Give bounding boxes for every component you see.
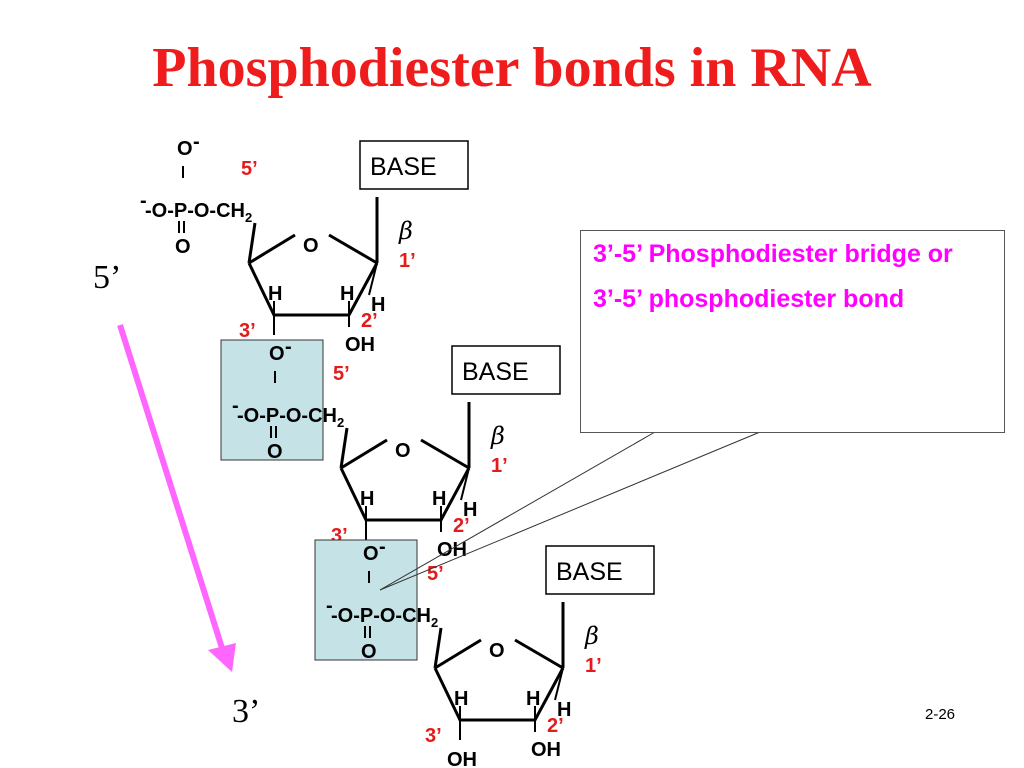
hydrogen-c3: H: [360, 488, 374, 510]
five-prime-end-label: 5’: [93, 259, 121, 296]
position-2-prime: 2’: [453, 515, 470, 537]
ester-chain: -O-P-O-CH2: [145, 200, 252, 225]
hydrogen-c2: H: [432, 488, 446, 510]
ring-oxygen: O: [303, 235, 319, 257]
phosphate-bottom-oxygen: O: [175, 236, 191, 258]
ester-chain: -O-P-O-CH2: [237, 405, 344, 430]
ring-oxygen: O: [395, 440, 411, 462]
position-2-prime: 2’: [361, 310, 378, 332]
hydroxyl-2-prime: OH: [345, 334, 375, 356]
slide-title: Phosphodiester bonds in RNA: [152, 37, 872, 99]
beta-anomeric-symbol: β: [584, 622, 599, 650]
position-1-prime: 1’: [585, 655, 602, 677]
phosphate-charge: -: [193, 131, 200, 153]
hydrogen-c1: H: [463, 499, 477, 521]
base-label: BASE: [462, 358, 529, 386]
position-1-prime: 1’: [491, 455, 508, 477]
position-3-prime: 3’: [239, 320, 256, 342]
hydroxyl-3-prime: OH: [447, 749, 477, 768]
phosphate-charge: -: [379, 536, 386, 558]
direction-arrow-head: [208, 643, 236, 672]
phosphate-charge: -: [285, 336, 292, 358]
hydroxyl-2-prime: OH: [531, 739, 561, 761]
hydrogen-c3: H: [454, 688, 468, 710]
base-label: BASE: [370, 153, 437, 181]
phosphate-top-oxygen: O: [177, 138, 193, 160]
phosphate-bottom-oxygen: O: [267, 441, 283, 463]
phosphate-top-oxygen: O: [269, 343, 285, 365]
ester-charge: -: [232, 395, 239, 417]
position-3-prime: 3’: [425, 725, 442, 747]
callout-pointer-lower: [379, 431, 761, 591]
hydrogen-c2: H: [340, 283, 354, 305]
base-box: [359, 140, 469, 190]
phosphate-highlight-box: [220, 339, 324, 461]
ester-charge: -: [140, 190, 147, 212]
hydrogen-c3: H: [268, 283, 282, 305]
page-number: 2-26: [925, 706, 956, 723]
position-5-prime: 5’: [333, 363, 350, 385]
callout-line-1: 3’-5’ Phosphodiester bridge or: [593, 240, 953, 268]
beta-anomeric-symbol: β: [398, 217, 413, 245]
phosphodiester-callout: 3’-5’ Phosphodiester bridge or 3’-5’ pho…: [580, 230, 1005, 433]
hydrogen-c2: H: [526, 688, 540, 710]
position-5-prime: 5’: [241, 158, 258, 180]
callout-pointer-upper: [379, 431, 656, 591]
position-1-prime: 1’: [399, 250, 416, 272]
three-prime-end-label: 3’: [232, 693, 260, 730]
phosphate-bottom-oxygen: O: [361, 641, 377, 663]
hydrogen-c1: H: [371, 294, 385, 316]
position-2-prime: 2’: [547, 715, 564, 737]
callout-line-2: 3’-5’ phosphodiester bond: [593, 285, 905, 313]
position-5-prime: 5’: [427, 563, 444, 585]
base-label: BASE: [556, 558, 623, 586]
base-box: [451, 345, 561, 395]
ester-chain: -O-P-O-CH2: [331, 605, 438, 630]
ring-oxygen: O: [489, 640, 505, 662]
phosphate-top-oxygen: O: [363, 543, 379, 565]
phosphate-highlight-box: [314, 539, 418, 661]
hydrogen-c1: H: [557, 699, 571, 721]
base-box: [545, 545, 655, 595]
beta-anomeric-symbol: β: [490, 422, 505, 450]
ester-charge: -: [326, 595, 333, 617]
